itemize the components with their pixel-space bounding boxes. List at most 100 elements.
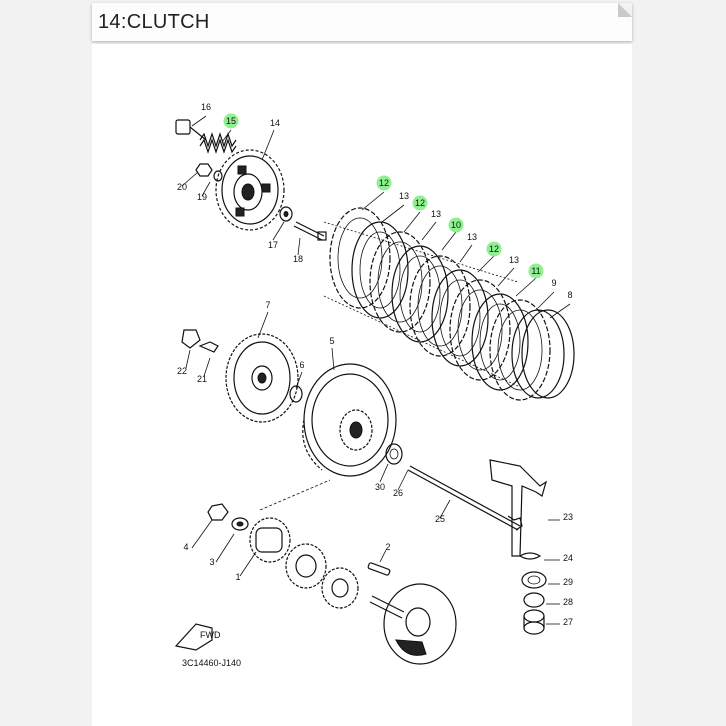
- callout-number: 7: [265, 300, 270, 310]
- callout-number: 12: [489, 244, 499, 254]
- callout-c5: 5: [329, 336, 334, 346]
- primary-driven-gear-5: [302, 363, 397, 477]
- callout-c2: 2: [385, 542, 390, 552]
- callout-number: 6: [299, 360, 304, 370]
- callout-number: 20: [177, 182, 187, 192]
- callout-number: 19: [197, 192, 207, 202]
- friction-plate-12b: [369, 231, 431, 333]
- callout-number: 27: [563, 617, 573, 627]
- callout-number: 13: [431, 209, 441, 219]
- callout-number: 9: [551, 278, 556, 288]
- callout-c28: 28: [563, 597, 573, 607]
- callout-c10: 10: [448, 217, 464, 233]
- callout-c3: 3: [209, 557, 214, 567]
- gear-idle: [285, 543, 359, 609]
- callout-c13a: 13: [399, 191, 409, 201]
- steel-plate-13a: [351, 221, 409, 319]
- callout-number: 8: [567, 290, 572, 300]
- push-lever-23: [489, 459, 548, 557]
- callout-number: 30: [375, 482, 385, 492]
- callout-number: 22: [177, 366, 187, 376]
- callout-number: 14: [270, 118, 280, 128]
- washer-19: [213, 170, 223, 182]
- friction-plate-12a: [329, 207, 391, 309]
- callout-c1: 1: [235, 572, 240, 582]
- callout-c12a: 12: [376, 175, 392, 191]
- callout-c26: 26: [393, 488, 403, 498]
- pressure-plate-group: [175, 115, 327, 256]
- callout-c15: 15: [223, 113, 239, 129]
- callout-number: 5: [329, 336, 334, 346]
- diagram-code: 3C14460-J140: [182, 658, 241, 668]
- woodruff-key-2: [367, 562, 391, 576]
- pressure-plate-14: [215, 149, 285, 231]
- plate-8: [521, 309, 575, 399]
- friction-plate-12c: [449, 279, 511, 381]
- callout-number: 4: [183, 542, 188, 552]
- callout-c21: 21: [197, 374, 207, 384]
- callout-c27: 27: [563, 617, 573, 627]
- nut-4: [207, 503, 229, 521]
- callout-c22: 22: [177, 366, 187, 376]
- page-title: 14:CLUTCH: [98, 11, 210, 33]
- callout-number: 11: [531, 266, 540, 276]
- callout-c11: 11: [528, 263, 544, 279]
- friction-plate-10: [409, 255, 471, 357]
- callout-number: 28: [563, 597, 573, 607]
- washer-30: [385, 443, 403, 465]
- callout-c14: 14: [270, 118, 280, 128]
- steel-plate-13d: [471, 293, 529, 391]
- callout-c17: 17: [268, 240, 278, 250]
- callout-c12b: 12: [412, 195, 428, 211]
- callout-c4: 4: [183, 542, 188, 552]
- highlight-marker: [223, 113, 239, 129]
- page-fold-corner: [618, 3, 632, 17]
- callout-number: 25: [435, 514, 445, 524]
- highlight-marker: [376, 175, 392, 191]
- callout-c13c: 13: [467, 232, 477, 242]
- crankshaft: [369, 583, 457, 665]
- callout-number: 26: [393, 488, 403, 498]
- callout-number: 17: [268, 240, 278, 250]
- steel-plate-13b: [391, 245, 449, 343]
- highlight-marker: [412, 195, 428, 211]
- clutch-housing-group: [181, 311, 409, 491]
- highlight-marker: [448, 217, 464, 233]
- washer-3: [231, 517, 249, 531]
- steel-plate-13c: [431, 269, 489, 367]
- callout-c6: 6: [299, 360, 304, 370]
- callout-number: 16: [201, 102, 211, 112]
- highlight-marker: [528, 263, 544, 279]
- push-rod-18: [293, 221, 327, 241]
- callout-c19: 19: [197, 192, 207, 202]
- callout-number: 2: [385, 542, 390, 552]
- callout-number: 13: [399, 191, 409, 201]
- callout-number: 21: [197, 374, 207, 384]
- highlight-marker: [486, 241, 502, 257]
- primary-drive-group: [174, 479, 457, 665]
- callout-c25: 25: [435, 514, 445, 524]
- callout-number: 15: [226, 116, 236, 126]
- washer-17: [279, 206, 293, 222]
- lock-plate-21: [198, 341, 219, 353]
- callout-c7: 7: [265, 300, 270, 310]
- callout-number: 24: [563, 553, 573, 563]
- title-card: 14:CLUTCH: [92, 3, 632, 41]
- push-lever-group: [407, 459, 560, 635]
- cushion-ring-9: [511, 309, 565, 399]
- fwd-label: FWD: [200, 630, 221, 640]
- callout-c8: 8: [567, 290, 572, 300]
- callout-number: 13: [467, 232, 477, 242]
- callout-c9: 9: [551, 278, 556, 288]
- washer-28: [523, 592, 545, 608]
- callout-number: 29: [563, 577, 573, 587]
- callout-number: 18: [293, 254, 303, 264]
- push-rod-25: [409, 465, 521, 527]
- spring-24: [519, 552, 542, 560]
- callout-number: 12: [379, 178, 389, 188]
- callout-c23: 23: [563, 512, 573, 522]
- callout-c16: 16: [201, 102, 211, 112]
- callout-c13d: 13: [509, 255, 519, 265]
